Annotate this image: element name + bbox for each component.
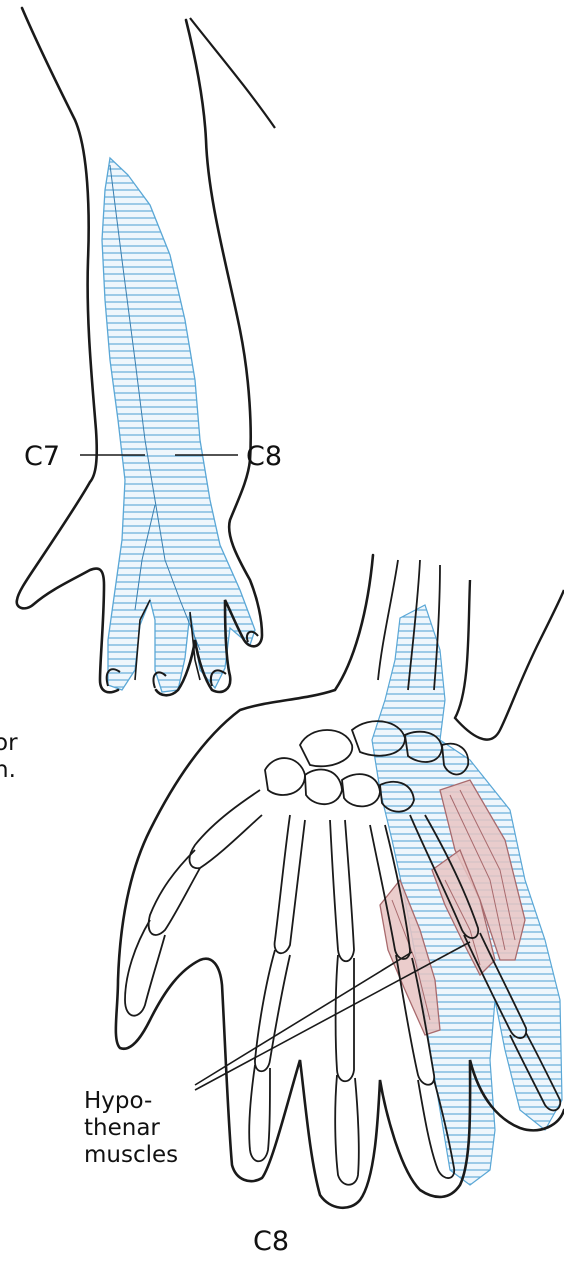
c7-label: C7: [24, 443, 60, 470]
hypothenar-label-line1: Hypo-: [84, 1088, 178, 1115]
truncated-caption: or n.: [0, 730, 18, 784]
hypothenar-label-line3: muscles: [84, 1142, 178, 1169]
truncated-caption-line1: or: [0, 730, 18, 757]
hypothenar-leader-1: [195, 952, 412, 1085]
c8-bottom-label: C8: [253, 1228, 289, 1255]
forearm-hand-upper: [17, 8, 275, 695]
forearm-outline-left: [17, 8, 118, 692]
hypothenar-label: Hypo- thenar muscles: [84, 1088, 178, 1169]
c8-arm-label: C8: [246, 443, 282, 470]
truncated-caption-line2: n.: [0, 757, 18, 784]
dermatome-c7-c8-area: [102, 158, 255, 692]
hypothenar-label-line2: thenar: [84, 1115, 178, 1142]
